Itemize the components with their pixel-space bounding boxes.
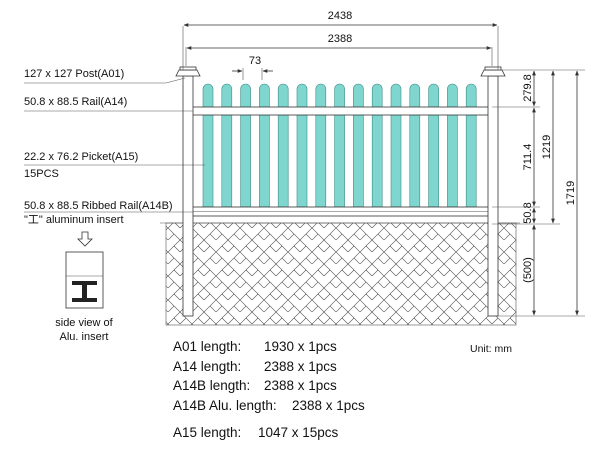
part-value: 2388 x 1pcs: [264, 378, 337, 393]
picket: [334, 83, 345, 208]
picket: [465, 83, 477, 208]
picket: [390, 83, 402, 208]
label-side-view-1: side view of: [55, 317, 113, 329]
ground-hatch: [165, 222, 517, 326]
dim-middle-height: 711.4: [522, 144, 534, 171]
part-name: A01 length:: [173, 339, 241, 354]
i-beam-insert-icon: [72, 281, 97, 302]
left-post-cap: [175, 69, 201, 77]
dim-overall-width: 2438: [328, 10, 352, 22]
part-value: 2388 x 1pcs: [292, 398, 365, 413]
picket: [240, 83, 251, 208]
label-insert: "工" aluminum insert: [24, 214, 124, 226]
picket: [353, 83, 364, 208]
picket: [409, 83, 421, 208]
parts-list: A01 length: 1930 x 1pcs A14 length: 2388…: [173, 339, 365, 440]
right-post-cap-top: [484, 66, 502, 71]
right-post-cap: [480, 69, 506, 77]
part-name: A14B Alu. length:: [173, 398, 277, 413]
picket: [296, 83, 308, 208]
part-name: A15 length:: [173, 425, 241, 440]
dim-rail-height: 50.8: [522, 202, 534, 223]
picket: [447, 83, 458, 208]
picket: [202, 83, 214, 208]
picket: [277, 83, 289, 208]
picket: [371, 83, 383, 208]
part-value: 1930 x 1pcs: [264, 339, 337, 354]
dim-fence-height: 1219: [541, 135, 553, 159]
dim-post-spacing: 2388: [328, 33, 352, 45]
label-post: 127 x 127 Post(A01): [24, 68, 124, 80]
label-picket-count: 15PCS: [24, 168, 59, 180]
part-value: 1047 x 15pcs: [258, 425, 339, 440]
picket: [259, 83, 270, 208]
part-value: 2388 x 1pcs: [264, 359, 337, 374]
unit-label: Unit: mm: [470, 343, 512, 355]
dim-picket-spacing: 73: [249, 55, 261, 67]
label-picket: 22.2 x 76.2 Picket(A15): [24, 151, 138, 163]
picket: [315, 83, 327, 208]
label-ribbed-rail: 50.8 x 88.5 Ribbed Rail(A14B): [24, 200, 173, 212]
dim-top-height: 279.8: [522, 74, 534, 102]
label-side-view-2: Alu. insert: [60, 331, 109, 343]
picket: [428, 83, 439, 208]
part-name: A14B length:: [173, 378, 250, 393]
dim-buried-depth: (500): [522, 257, 534, 283]
left-post: [182, 75, 194, 317]
left-post-cap-top: [179, 66, 197, 71]
down-arrow-icon: [77, 231, 93, 247]
label-rail: 50.8 x 88.5 Rail(A14): [24, 96, 127, 108]
dim-total-height: 1719: [565, 181, 577, 205]
right-post: [487, 75, 499, 317]
picket: [221, 83, 233, 208]
leader-post-tail: [165, 77, 186, 84]
part-name: A14 length:: [173, 359, 241, 374]
top-rail: [191, 106, 491, 116]
pickets-group: [202, 83, 477, 208]
